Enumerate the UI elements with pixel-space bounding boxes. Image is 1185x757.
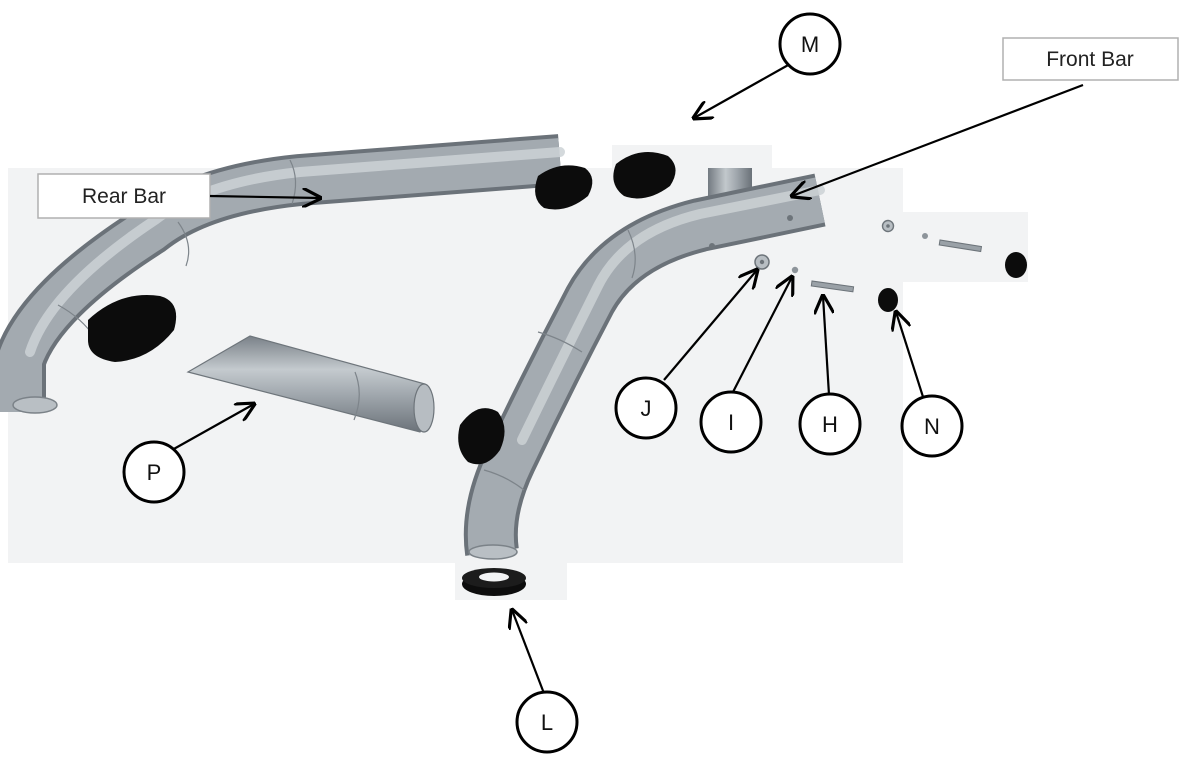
callout-h-letter: H [822,412,838,437]
arrow-l [512,610,547,697]
callout-m-letter: M [801,32,819,57]
arrow-m [694,63,791,118]
callout-p-letter: P [147,460,162,485]
rear-bar-label: Rear Bar [82,185,166,208]
callout-l: L [515,690,579,754]
callout-j-letter: J [641,396,652,421]
front-bar-label-box: Front Bar [1002,37,1179,81]
arrow-p [171,404,254,451]
arrow-j [663,270,757,381]
arrow-h [823,296,829,396]
front-bar-lower-pad [458,408,505,465]
hardware-set-main [754,254,898,312]
rear-bar-label-box: Rear Bar [37,173,211,219]
front-bar-tube [463,173,826,560]
leader-arrows [171,63,1084,697]
arrow-front-bar [792,83,1084,196]
hardware-set-detail [881,219,1027,278]
callout-i-letter: I [728,410,734,435]
arrow-n [896,312,926,401]
filler-tube-p [186,335,435,433]
callout-i: I [699,390,763,454]
arrow-rear-bar [209,196,320,198]
callout-l-letter: L [541,710,553,735]
callout-p: P [122,440,186,504]
callout-n: N [900,394,964,458]
callout-j: J [614,376,678,440]
callout-h: H [798,392,862,456]
rubber-ring-l [462,568,526,596]
callout-m: M [778,12,842,76]
arrow-i [732,277,792,393]
rear-bar-tube [0,134,565,414]
callout-n-letter: N [924,414,940,439]
rear-bar-pads [88,151,676,362]
front-bar-label: Front Bar [1046,48,1134,71]
